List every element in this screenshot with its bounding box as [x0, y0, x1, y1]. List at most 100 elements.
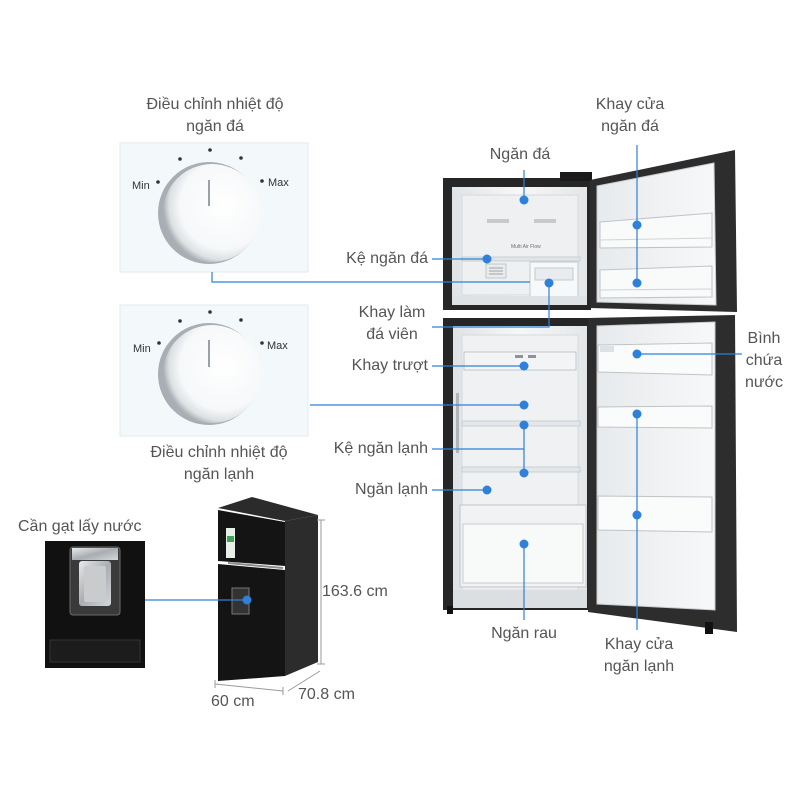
- freezer-shelf-label: Kệ ngăn đá: [346, 250, 428, 267]
- vegetable-drawer-front: [462, 523, 584, 584]
- fridge-floor: [453, 590, 587, 608]
- fridge-shelf-label: Kệ ngăn lạnh: [333, 440, 428, 457]
- callout-fridge-compartment: [432, 485, 492, 495]
- callout-freezer-door-tray: [632, 145, 642, 288]
- water-dispenser-closeup: [45, 541, 145, 668]
- callout-vegetable-drawer: [519, 539, 529, 620]
- freezer-dial-tick: [208, 148, 212, 152]
- fridge-door-tray-middle: [597, 405, 713, 429]
- fridge-side-face: [285, 515, 318, 676]
- fridge-door-liner: [596, 321, 716, 611]
- fridge-top-face: [218, 497, 318, 521]
- fridge-dial-title: Điều chỉnh nhiệt độ ngăn lạnh: [119, 442, 319, 486]
- freezer-door-tray-label-line1: Khay cửa: [595, 96, 665, 113]
- callout-fridge-shelf: [432, 420, 529, 478]
- fridge-dial-tick: [178, 319, 182, 323]
- callout-dot: [519, 195, 529, 205]
- freezer-floor: [452, 296, 587, 305]
- callout-ice-tray: [432, 278, 554, 328]
- ice-tray-label-line1: Khay làm: [358, 304, 426, 321]
- freezer-door-tray-label: Khay cửa ngăn đá: [580, 94, 680, 138]
- fridge-dial-tick: [208, 310, 212, 314]
- height-dimension-label: 163.6 cm: [322, 583, 388, 600]
- callout-water-lever: [145, 595, 252, 605]
- tray-lip: [599, 288, 713, 291]
- fridge-dial-tick: [157, 341, 161, 345]
- fridge-dial-tick: [239, 318, 243, 322]
- freezer-compartment-label: Ngăn đá: [489, 146, 551, 163]
- fridge-dial-title-line1: Điều chỉnh nhiệt độ: [150, 444, 288, 461]
- fridge-door-open: [588, 315, 737, 634]
- callout-dot: [632, 349, 642, 359]
- energy-label-stripe: [227, 536, 234, 542]
- freezer-dial-tick: [178, 157, 182, 161]
- ice-tray-label: Khay làm đá viên: [342, 302, 442, 346]
- sliding-tray-handle: [528, 355, 536, 358]
- fridge-dial-title-line2: ngăn lạnh: [183, 466, 255, 483]
- fridge-dial-min-label: Min: [133, 343, 151, 355]
- fridge-dial-tick: [260, 341, 264, 345]
- callout-dot: [242, 595, 252, 605]
- dispenser-top-bar: [72, 548, 118, 560]
- fridge-compartment-label: Ngăn lạnh: [355, 481, 428, 498]
- airflow-print: Multi Air Flow: [511, 244, 541, 250]
- callout-fridge-dial: [310, 400, 529, 410]
- callout-freezer-shelf: [432, 254, 492, 264]
- door-foot: [705, 622, 713, 634]
- door-handle-strip: [227, 562, 284, 569]
- water-tank-label-line2: chứa: [745, 352, 783, 369]
- interior-light: [456, 393, 459, 453]
- water-tank-label-line3: nước: [744, 374, 784, 391]
- sliding-tray-label: Khay trượt: [351, 357, 428, 374]
- callout-dot: [519, 539, 529, 549]
- water-lever-label: Cần gạt lấy nước: [18, 518, 142, 535]
- water-tank: [597, 342, 713, 376]
- fridge-door-tray-lower: [597, 495, 713, 533]
- freezer-dial-tick: [239, 156, 243, 160]
- freezer-dial-title-line2: ngăn đá: [186, 118, 244, 135]
- freezer-dial-title: Điều chỉnh nhiệt độ ngăn đá: [115, 94, 315, 138]
- freezer-dial-min-label: Min: [132, 180, 150, 192]
- callout-dot: [632, 278, 642, 288]
- callout-dot: [632, 409, 642, 419]
- freezer-dial-panel: Min Max: [119, 142, 309, 273]
- energy-label-sticker: [226, 528, 235, 558]
- callout-dot: [519, 400, 529, 410]
- fridge-door-tray-label-line2: ngăn lạnh: [603, 658, 675, 675]
- freezer-door-tray-lower: [599, 265, 713, 299]
- fridge-dial-max-label: Max: [267, 340, 288, 352]
- callout-dot: [632, 510, 642, 520]
- tray-lip: [599, 237, 713, 241]
- sliding-tray-handle: [515, 355, 523, 358]
- fridge-dial-knob: [163, 325, 261, 423]
- main-fridge-cooler-section: [443, 318, 591, 614]
- freezer-dial-tick: [156, 180, 160, 184]
- callout-freezer-compartment: [519, 170, 529, 205]
- callout-dot: [482, 485, 492, 495]
- callout-dot: [544, 278, 554, 288]
- fridge-door-tray-label-line1: Khay cửa: [604, 636, 674, 653]
- freezer-dial-max-label: Max: [268, 177, 289, 189]
- ice-maker-tray: [534, 267, 574, 281]
- width-dimension-line: [214, 683, 284, 692]
- freezer-vent: [534, 219, 556, 223]
- water-tank-label-line1: Bình: [747, 330, 781, 347]
- freezer-vent: [487, 219, 509, 223]
- freezer-dial-knob: [163, 164, 261, 262]
- callout-dot: [519, 420, 529, 430]
- depth-dimension-line: [287, 670, 321, 692]
- width-dimension-label: 60 cm: [211, 693, 255, 710]
- freezer-hinge: [560, 172, 592, 181]
- drip-tray: [49, 639, 141, 663]
- fridge-dial-panel: Min Max: [119, 304, 309, 437]
- callout-dot: [519, 468, 529, 478]
- callout-dot: [632, 220, 642, 230]
- callout-water-tank: [632, 349, 742, 359]
- fridge-door-front: [218, 564, 285, 681]
- vegetable-drawer-label: Ngăn rau: [491, 625, 557, 642]
- callout-dot: [482, 254, 492, 264]
- main-fridge-freezer-section: Multi Air Flow: [443, 172, 592, 310]
- freezer-dial-tick: [260, 179, 264, 183]
